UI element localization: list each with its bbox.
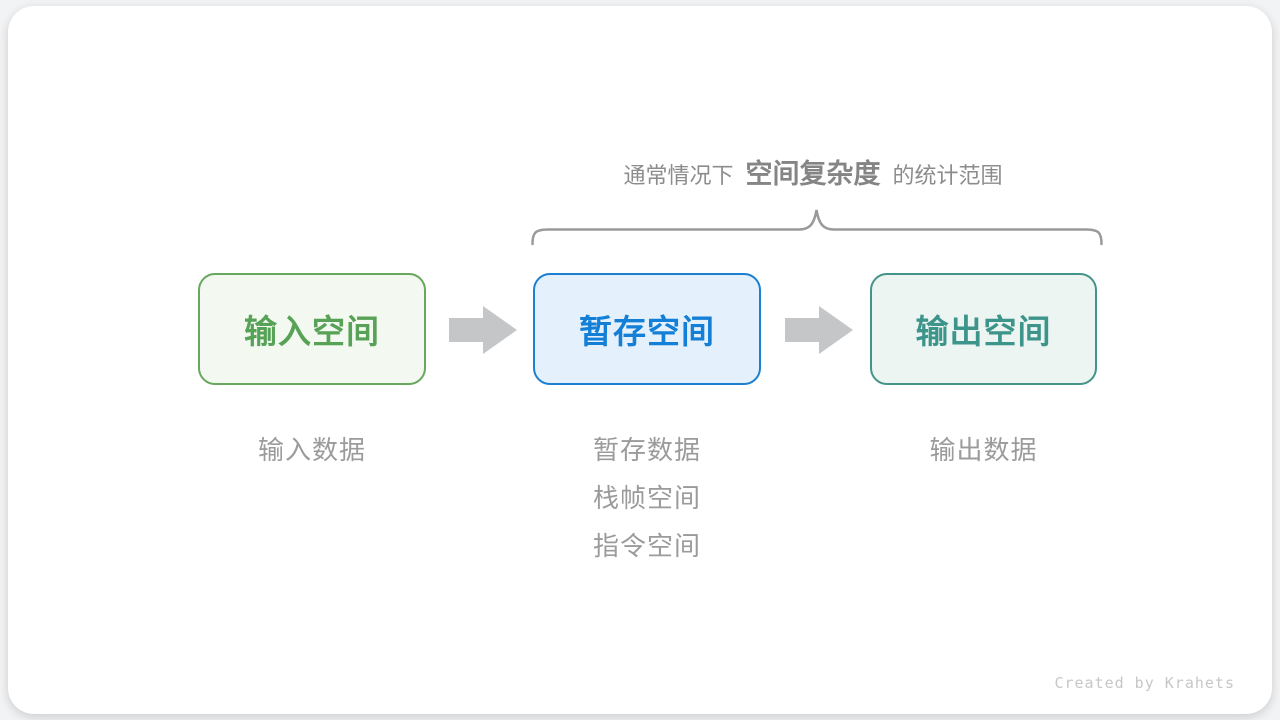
overbrace-icon — [531, 209, 1103, 246]
caption-suffix: 的统计范围 — [892, 163, 1003, 188]
credit-watermark: Created by Krahets — [1054, 674, 1235, 692]
buffer-space-sublabels: 暂存数据 栈帧空间 指令空间 — [533, 426, 761, 570]
flow-arrow-icon — [449, 306, 517, 354]
node-buffer-space-label: 暂存空间 — [579, 313, 715, 350]
scope-caption: 通常情况下空间复杂度的统计范围 — [463, 152, 1163, 191]
caption-highlight: 空间复杂度 — [745, 159, 881, 189]
flow-arrow-icon — [785, 306, 853, 354]
node-input-space-label: 输入空间 — [244, 313, 380, 350]
sub-label: 输出数据 — [929, 435, 1038, 465]
node-buffer-space: 暂存空间 — [533, 273, 761, 385]
output-space-sublabels: 输出数据 — [870, 426, 1097, 474]
caption-prefix: 通常情况下 — [623, 163, 734, 188]
diagram-card: 通常情况下空间复杂度的统计范围 输入空间 暂存空间 输出空间 输入数据 暂存数据… — [8, 6, 1272, 714]
sub-label: 输入数据 — [257, 435, 366, 465]
input-space-sublabels: 输入数据 — [198, 426, 426, 474]
sub-label: 指令空间 — [592, 531, 701, 561]
node-output-space: 输出空间 — [870, 273, 1097, 385]
overbrace-path — [531, 209, 1103, 246]
node-input-space: 输入空间 — [198, 273, 426, 385]
node-output-space-label: 输出空间 — [915, 313, 1052, 350]
sub-label: 暂存数据 — [592, 435, 701, 465]
sub-label: 栈帧空间 — [592, 483, 701, 513]
